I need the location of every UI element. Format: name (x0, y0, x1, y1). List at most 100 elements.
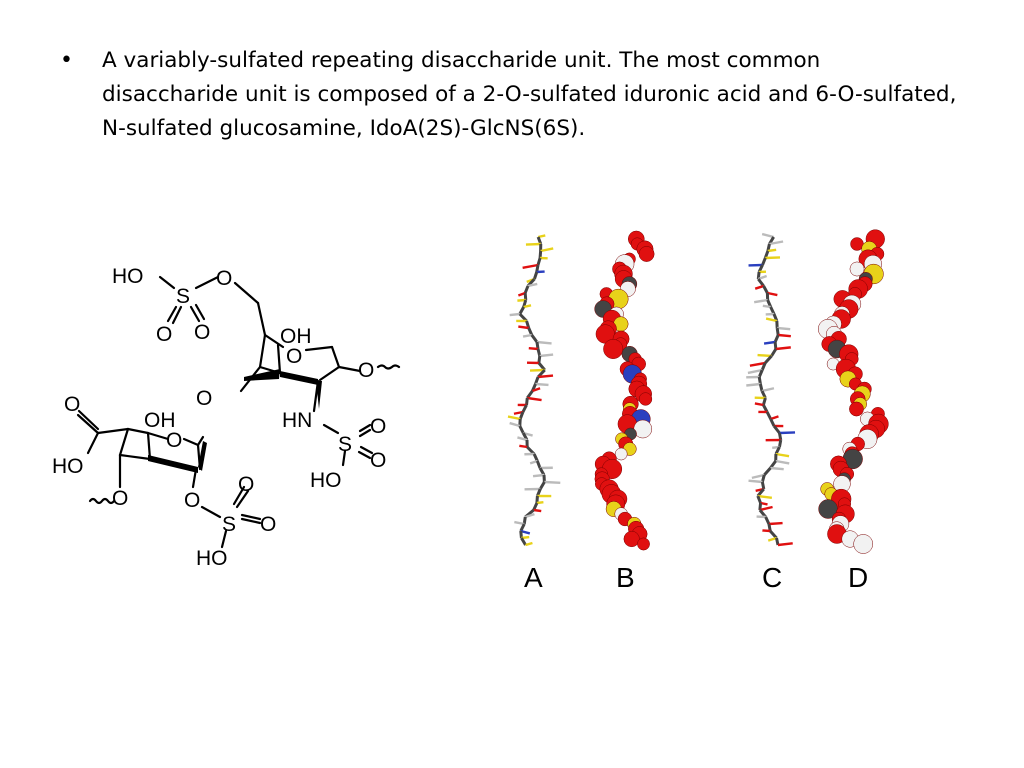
model-d-spacefill (818, 229, 889, 554)
model-bond (747, 368, 763, 375)
model-bond (777, 326, 791, 331)
atom-o-n-right: O (370, 415, 386, 438)
model-bond (523, 285, 530, 294)
model-atom (614, 447, 628, 461)
model-b-spacefill (594, 230, 655, 551)
model-bond (538, 481, 546, 490)
model-a-stick (507, 234, 561, 547)
model-bond (540, 247, 554, 253)
model-bond (531, 387, 541, 393)
atom-o-top-link: O (216, 267, 232, 290)
atom-ho-n: HO (310, 469, 342, 492)
model-label-d: D (848, 562, 868, 593)
model-bond (756, 488, 765, 497)
model-bond (537, 374, 554, 379)
model-bond (761, 387, 775, 393)
model-bond (518, 306, 525, 315)
model-bond (765, 256, 781, 260)
model-bond (774, 446, 781, 455)
molecular-models: A B C D (507, 229, 889, 593)
model-bond (509, 421, 521, 428)
model-bond (532, 502, 539, 511)
model-bond (757, 494, 773, 500)
atom-o-2s-right: O (260, 513, 276, 536)
model-bond (754, 402, 764, 407)
model-bond (760, 362, 767, 371)
model-bond (767, 291, 778, 297)
model-bond (518, 425, 525, 434)
model-bond (509, 312, 520, 317)
model-bond (519, 523, 526, 532)
model-bond (525, 541, 533, 547)
model-label-a: A (524, 562, 543, 593)
model-bond (535, 460, 542, 469)
model-bond (519, 444, 528, 449)
model-bond (537, 362, 546, 371)
model-bond (775, 459, 790, 465)
model-bond (761, 232, 774, 239)
atom-o-glc-anomeric: O (358, 359, 374, 382)
model-bond (532, 453, 539, 462)
model-bond (539, 353, 554, 358)
model-atom (623, 530, 640, 548)
model-bond (544, 480, 561, 485)
model-bond (759, 505, 773, 512)
model-bond (529, 459, 538, 465)
model-bond (758, 383, 764, 392)
model-bond (768, 521, 783, 526)
model-bond (775, 327, 780, 336)
model-bond (763, 467, 772, 476)
model-bond (535, 382, 549, 387)
model-bond (529, 368, 545, 372)
atom-s-2s: S (222, 513, 236, 536)
atom-o-2s-link: O (184, 489, 200, 512)
atom-o-ido-left: O (112, 487, 128, 510)
model-bond (748, 479, 763, 484)
model-bond (527, 396, 542, 402)
model-bond (536, 257, 542, 266)
model-bond (518, 325, 529, 330)
model-bond (760, 474, 766, 483)
model-bond (770, 348, 778, 357)
model-bond (507, 415, 521, 421)
model-bond (532, 473, 545, 478)
model-bond (536, 501, 544, 505)
model-bond (517, 436, 528, 442)
model-bond (765, 411, 773, 420)
model-bond (536, 348, 542, 357)
model-bond (518, 411, 525, 420)
model-bond (760, 481, 766, 490)
model-bond (521, 404, 528, 413)
model-bond (533, 271, 539, 280)
atom-oh-ido: OH (144, 409, 176, 432)
model-bond (756, 495, 762, 504)
model-bond (765, 317, 778, 323)
atom-o-glyco-link: O (196, 387, 212, 410)
model-bond (536, 340, 552, 345)
model-bond (514, 520, 525, 526)
atom-o-top-left: O (156, 323, 172, 346)
atom-oh-glc: OH (280, 325, 312, 348)
model-bond (761, 397, 767, 406)
model-bond (754, 284, 764, 290)
model-bond (526, 390, 534, 399)
model-bond (527, 327, 534, 336)
model-bond (525, 397, 529, 406)
atom-ho-2s: HO (196, 547, 228, 570)
model-bond (757, 369, 764, 378)
model-bond (762, 529, 771, 533)
atom-o-glc-ring: O (286, 345, 302, 368)
model-atom (603, 339, 624, 359)
model-bond (773, 334, 780, 343)
model-atom (849, 261, 865, 277)
model-bond (520, 537, 527, 546)
model-atom (637, 537, 650, 551)
model-bond (764, 516, 771, 525)
model-bond (523, 304, 532, 309)
model-bond (761, 257, 767, 266)
model-bond (767, 248, 777, 253)
model-bond (757, 278, 765, 287)
bullet-item: • A variably-sulfated repeating disaccha… (60, 44, 960, 146)
model-bond (528, 346, 539, 351)
model-bond (775, 452, 790, 458)
